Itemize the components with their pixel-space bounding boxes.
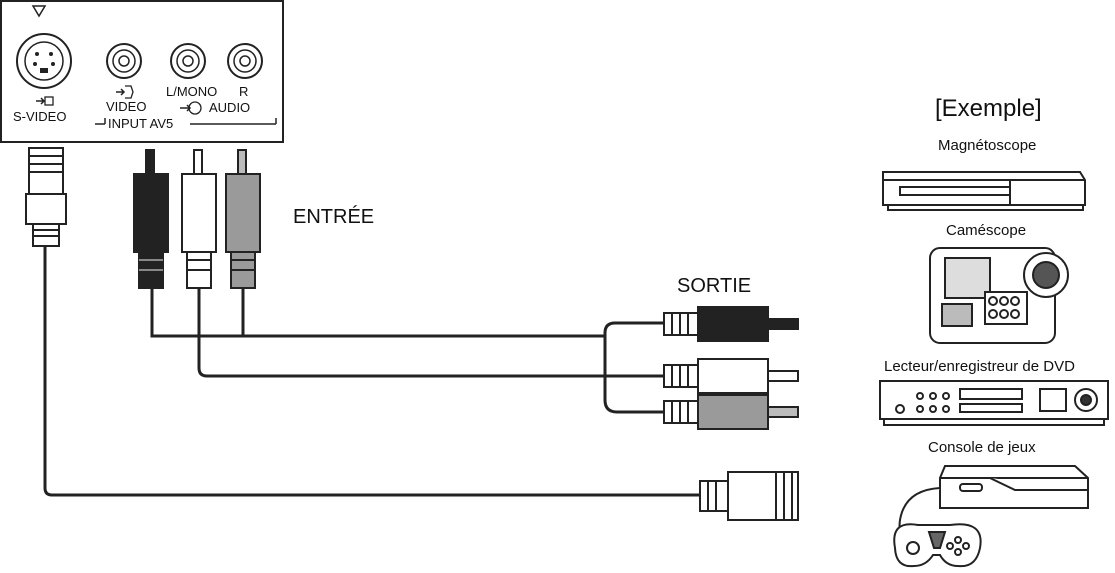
input-av5-label: INPUT AV5 (108, 116, 173, 131)
example-label-vcr: Magnétoscope (938, 137, 1036, 154)
audio-left-jack (170, 43, 206, 79)
example-label-console: Console de jeux (928, 439, 1036, 456)
audio-label: AUDIO (209, 100, 250, 115)
output-audio-left-rca-plug (663, 306, 799, 342)
video-jack (106, 43, 142, 79)
input-label: ENTRÉE (293, 205, 374, 228)
example-label-dvd: Lecteur/enregistreur de DVD (884, 358, 1075, 375)
svideo-label: S-VIDEO (13, 109, 66, 124)
triangle-marker-icon (31, 5, 47, 18)
audio-input-icon (180, 104, 192, 112)
audio-right-jack (227, 43, 263, 79)
svideo-input-icon (36, 97, 46, 105)
output-audio-right-rca-plug (663, 394, 799, 430)
video-input-icon (116, 88, 126, 96)
dvd-player-icon (879, 380, 1109, 426)
output-video-rca-plug (663, 358, 799, 394)
audio-right-rca-plug (225, 149, 261, 289)
svideo-jack (16, 33, 72, 89)
example-devices: [Exemple] Magnétoscope Caméscope Lecteur… (879, 95, 1109, 568)
input-panel: S-VIDEO VIDEO L/MONO R AUDIO (0, 0, 284, 143)
output-label: SORTIE (677, 275, 751, 297)
audio-left-rca-plug (133, 149, 169, 289)
r-label: R (239, 84, 248, 99)
example-heading: [Exemple] (935, 95, 1042, 122)
svideo-plug (25, 147, 67, 247)
camcorder-icon (929, 247, 1069, 344)
video-rca-plug (181, 149, 217, 289)
cables (43, 246, 700, 497)
vcr-icon (882, 171, 1086, 211)
example-label-camcorder: Caméscope (946, 222, 1026, 239)
lmono-label: L/MONO (166, 84, 217, 99)
game-console-icon (893, 465, 1089, 568)
output-svideo-plug (699, 471, 799, 521)
video-label: VIDEO (106, 99, 146, 114)
